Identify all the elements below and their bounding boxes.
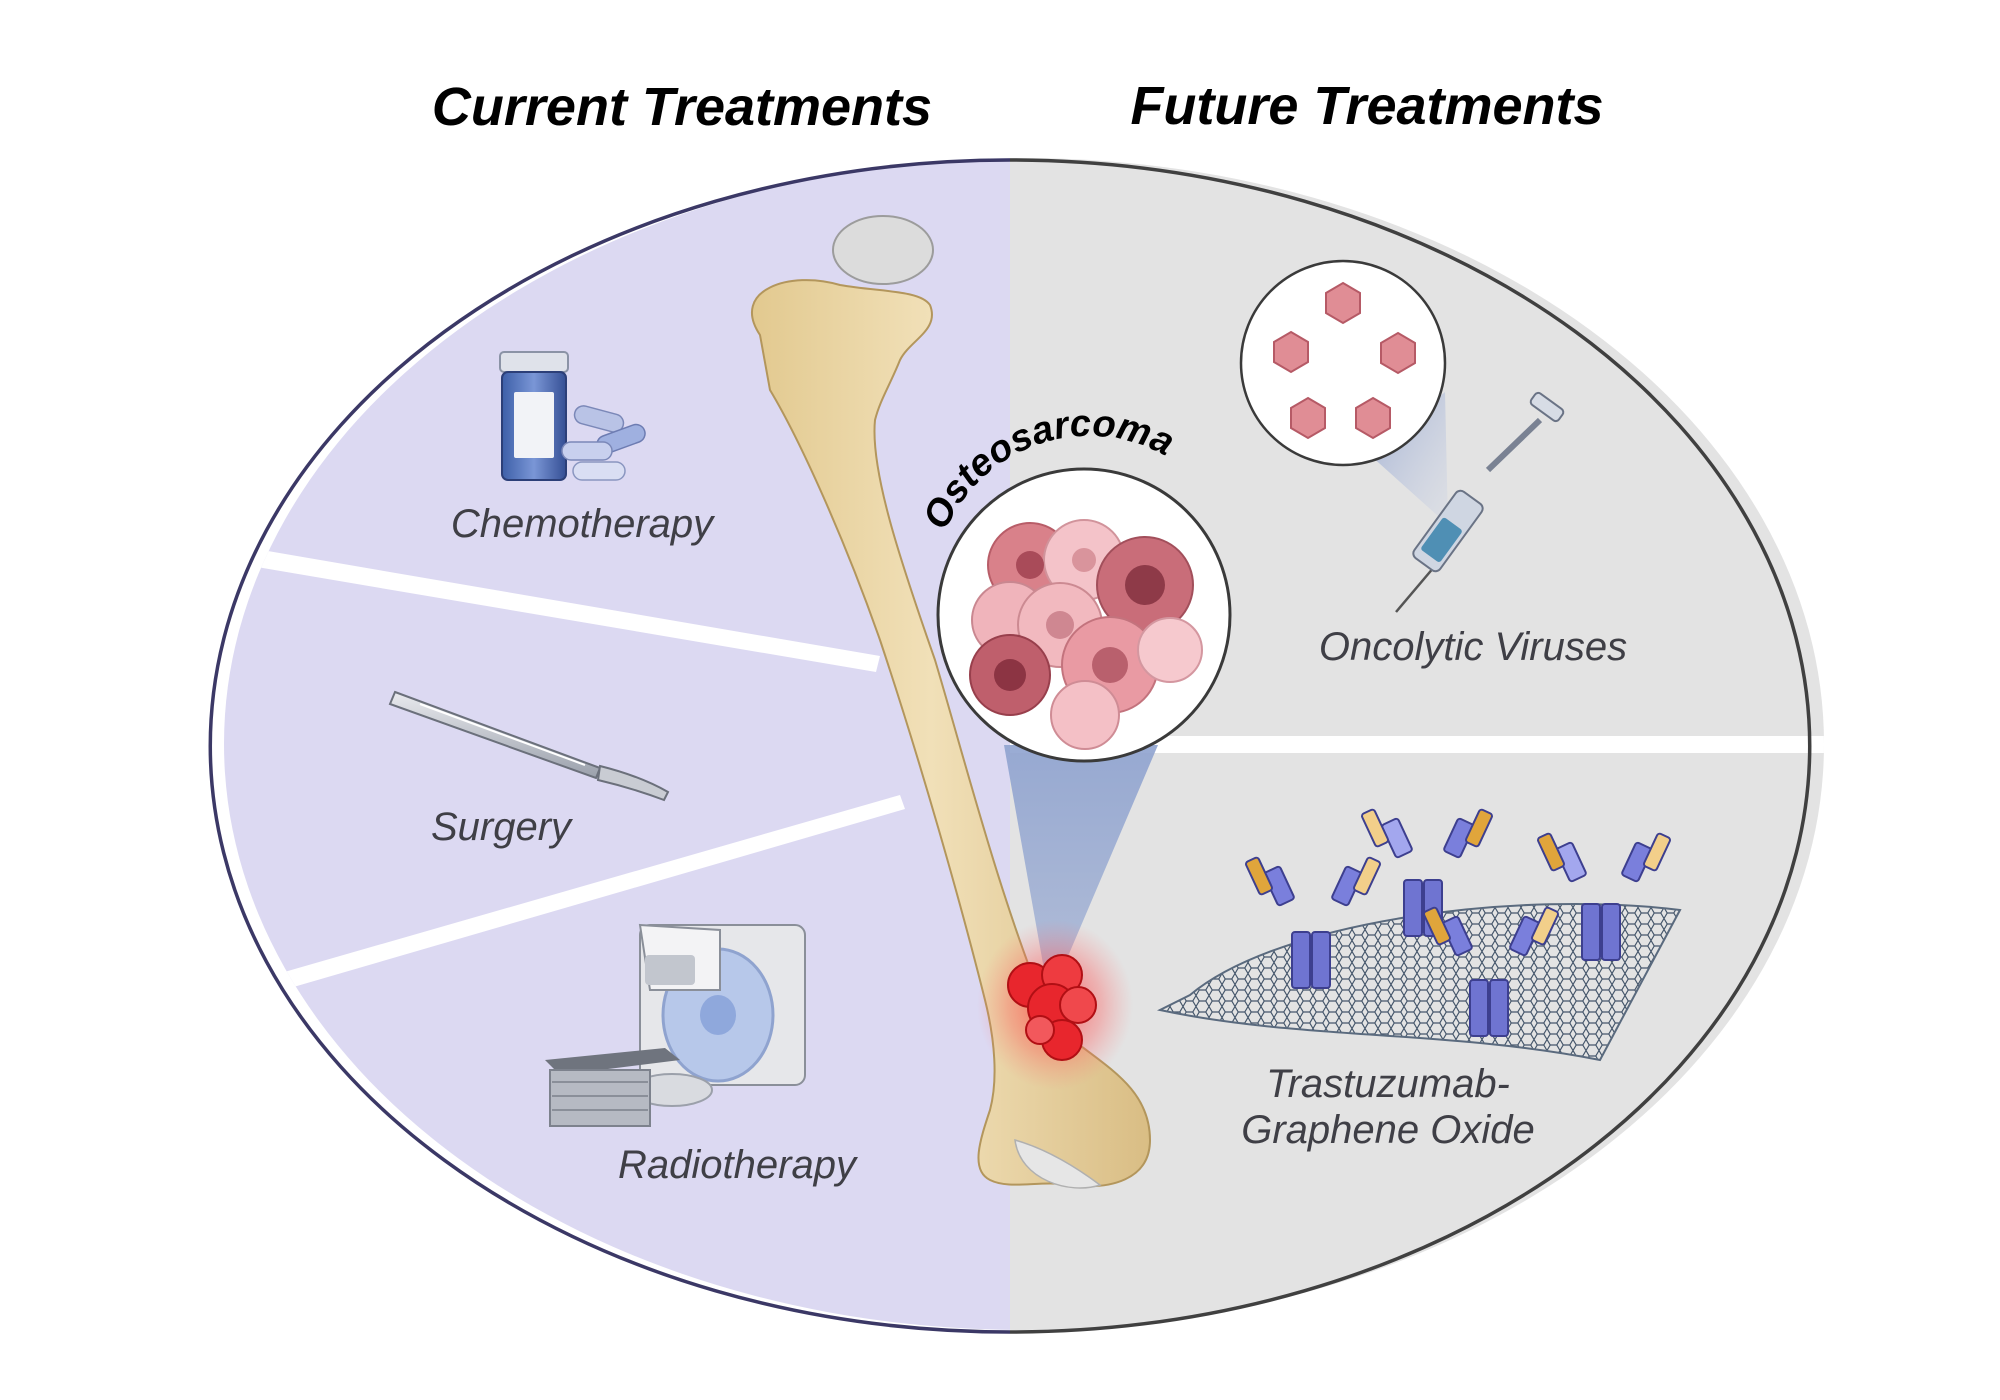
- oval-outline-left: [208, 158, 1011, 1334]
- surgery-label: Surgery: [431, 805, 574, 849]
- antibody-graphene-icon: [1157, 808, 1682, 1062]
- virus-particles-icon: [1273, 281, 1416, 440]
- separator-future: [1010, 736, 1824, 753]
- trastuzumab-label-line2: Graphene Oxide: [1241, 1108, 1535, 1152]
- magnifier-cone: [1004, 745, 1158, 975]
- trastuzumab-label-line1: Trastuzumab-: [1266, 1062, 1510, 1106]
- future-treatments-heading: Future Treatments: [1130, 76, 1603, 136]
- separator-chemo-surgery: [224, 536, 880, 672]
- cancer-cells-icon: [969, 519, 1203, 750]
- tumor-icon: [1007, 954, 1097, 1061]
- chemotherapy-label: Chemotherapy: [451, 502, 716, 546]
- oncolytic-viruses-label: Oncolytic Viruses: [1319, 625, 1627, 669]
- radiotherapy-label: Radiotherapy: [618, 1143, 859, 1187]
- current-treatments-heading: Current Treatments: [432, 77, 932, 137]
- separator-surgery-radio: [224, 795, 905, 1020]
- scalpel-icon: [388, 690, 670, 802]
- pill-bottle-icon: [499, 351, 646, 481]
- femur-bone-icon: [751, 215, 1152, 1189]
- radiotherapy-machine-icon: [545, 923, 806, 1127]
- virus-magnifier-cone: [1370, 392, 1448, 525]
- syringe-icon: [1395, 391, 1565, 613]
- oval-outline-right: [1009, 158, 1812, 1334]
